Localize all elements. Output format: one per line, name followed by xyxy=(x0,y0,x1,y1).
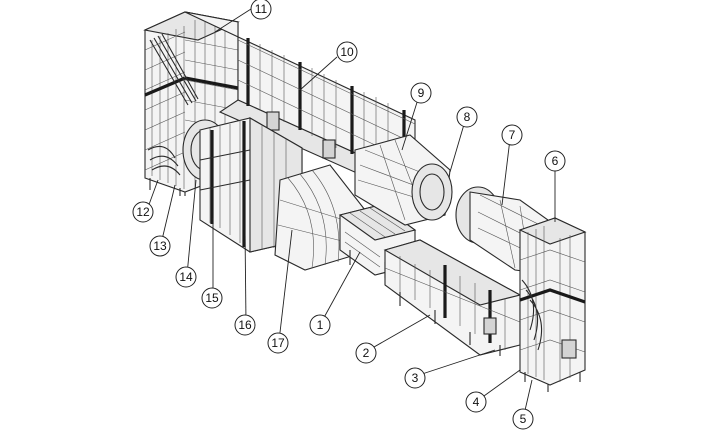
callout-16: 16 xyxy=(234,314,256,336)
svg-text:17: 17 xyxy=(271,336,285,350)
svg-text:10: 10 xyxy=(340,45,354,59)
svg-text:1: 1 xyxy=(317,318,324,332)
svg-text:15: 15 xyxy=(205,291,219,305)
callout-15: 15 xyxy=(201,287,223,309)
right-corner-tower xyxy=(518,217,587,392)
callout-14: 14 xyxy=(175,266,197,288)
svg-text:7: 7 xyxy=(509,128,516,142)
callout-8: 8 xyxy=(456,106,478,128)
callout-11: 11 xyxy=(250,0,272,20)
svg-text:16: 16 xyxy=(238,318,252,332)
upper-nozzle xyxy=(354,134,453,226)
callout-17: 17 xyxy=(267,332,289,354)
svg-text:2: 2 xyxy=(363,346,370,360)
callout-7: 7 xyxy=(501,124,523,146)
svg-text:8: 8 xyxy=(464,110,471,124)
svg-text:11: 11 xyxy=(255,2,268,16)
svg-text:14: 14 xyxy=(179,270,193,284)
callout-4: 4 xyxy=(465,391,487,413)
callout-5: 5 xyxy=(512,408,534,430)
callout-13: 13 xyxy=(149,235,171,257)
callout-1: 1 xyxy=(309,314,331,336)
svg-text:5: 5 xyxy=(520,412,527,426)
svg-text:9: 9 xyxy=(418,86,425,100)
svg-text:13: 13 xyxy=(153,239,167,253)
callout-6: 6 xyxy=(544,150,566,172)
svg-text:3: 3 xyxy=(412,371,419,385)
callout-3: 3 xyxy=(404,367,426,389)
callouts: 11 10 9 8 7 6 12 13 xyxy=(132,0,566,430)
callout-10: 10 xyxy=(336,41,358,63)
svg-text:12: 12 xyxy=(136,205,150,219)
svg-text:4: 4 xyxy=(473,395,480,409)
callout-12: 12 xyxy=(132,201,154,223)
diffuser xyxy=(383,239,522,356)
callout-2: 2 xyxy=(355,342,377,364)
svg-text:6: 6 xyxy=(552,154,559,168)
callout-9: 9 xyxy=(410,82,432,104)
